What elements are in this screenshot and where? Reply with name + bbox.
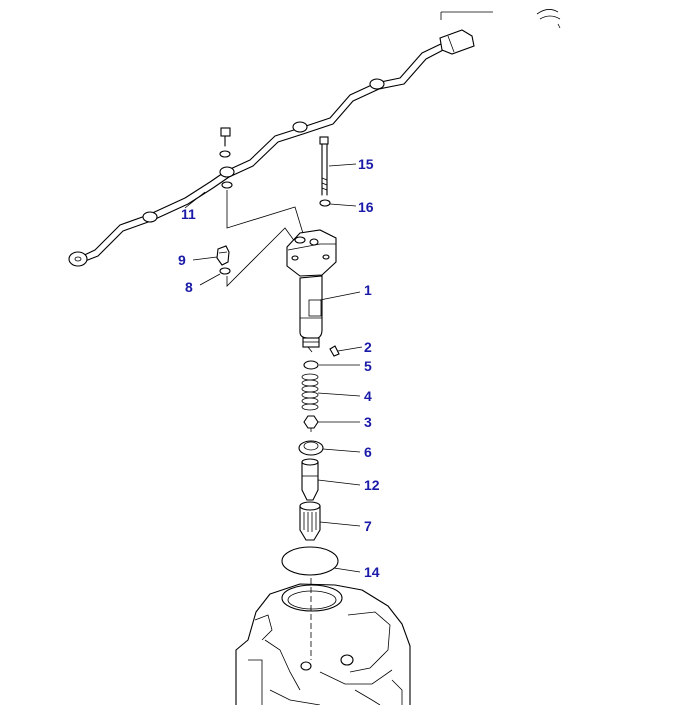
nozzle-holder — [299, 501, 321, 541]
callout-15: 15 — [358, 156, 374, 172]
callout-4: 4 — [364, 388, 372, 404]
callout-11: 11 — [181, 206, 196, 222]
callout-2: 2 — [364, 339, 372, 355]
o-ring — [281, 546, 339, 576]
assembly-guide-lines — [226, 190, 306, 287]
cylinder-head — [235, 583, 411, 705]
elbow-fitting — [216, 245, 231, 275]
nozzle — [301, 458, 319, 501]
callout-7: 7 — [364, 518, 372, 534]
leader-lines — [184, 163, 363, 573]
wiring-harness — [68, 29, 475, 267]
washer — [303, 360, 319, 370]
stud-bolt — [319, 136, 331, 207]
callout-16: 16 — [358, 199, 374, 215]
spring-seat — [303, 415, 319, 432]
injector-body — [286, 229, 337, 353]
callout-5: 5 — [364, 358, 372, 374]
pin — [329, 345, 340, 357]
callout-8: 8 — [185, 279, 193, 295]
retaining-ring — [298, 440, 324, 456]
callout-6: 6 — [364, 444, 372, 460]
callout-9: 9 — [178, 252, 186, 268]
callout-3: 3 — [364, 414, 372, 430]
callout-labels: 15 16 11 9 8 1 2 5 4 3 6 12 7 14 — [178, 156, 380, 580]
mounting-bolt — [219, 127, 233, 189]
callout-1: 1 — [364, 282, 372, 298]
spring — [301, 373, 319, 411]
connector-fragment — [440, 9, 561, 29]
callout-12: 12 — [364, 477, 380, 493]
callout-14: 14 — [364, 564, 380, 580]
